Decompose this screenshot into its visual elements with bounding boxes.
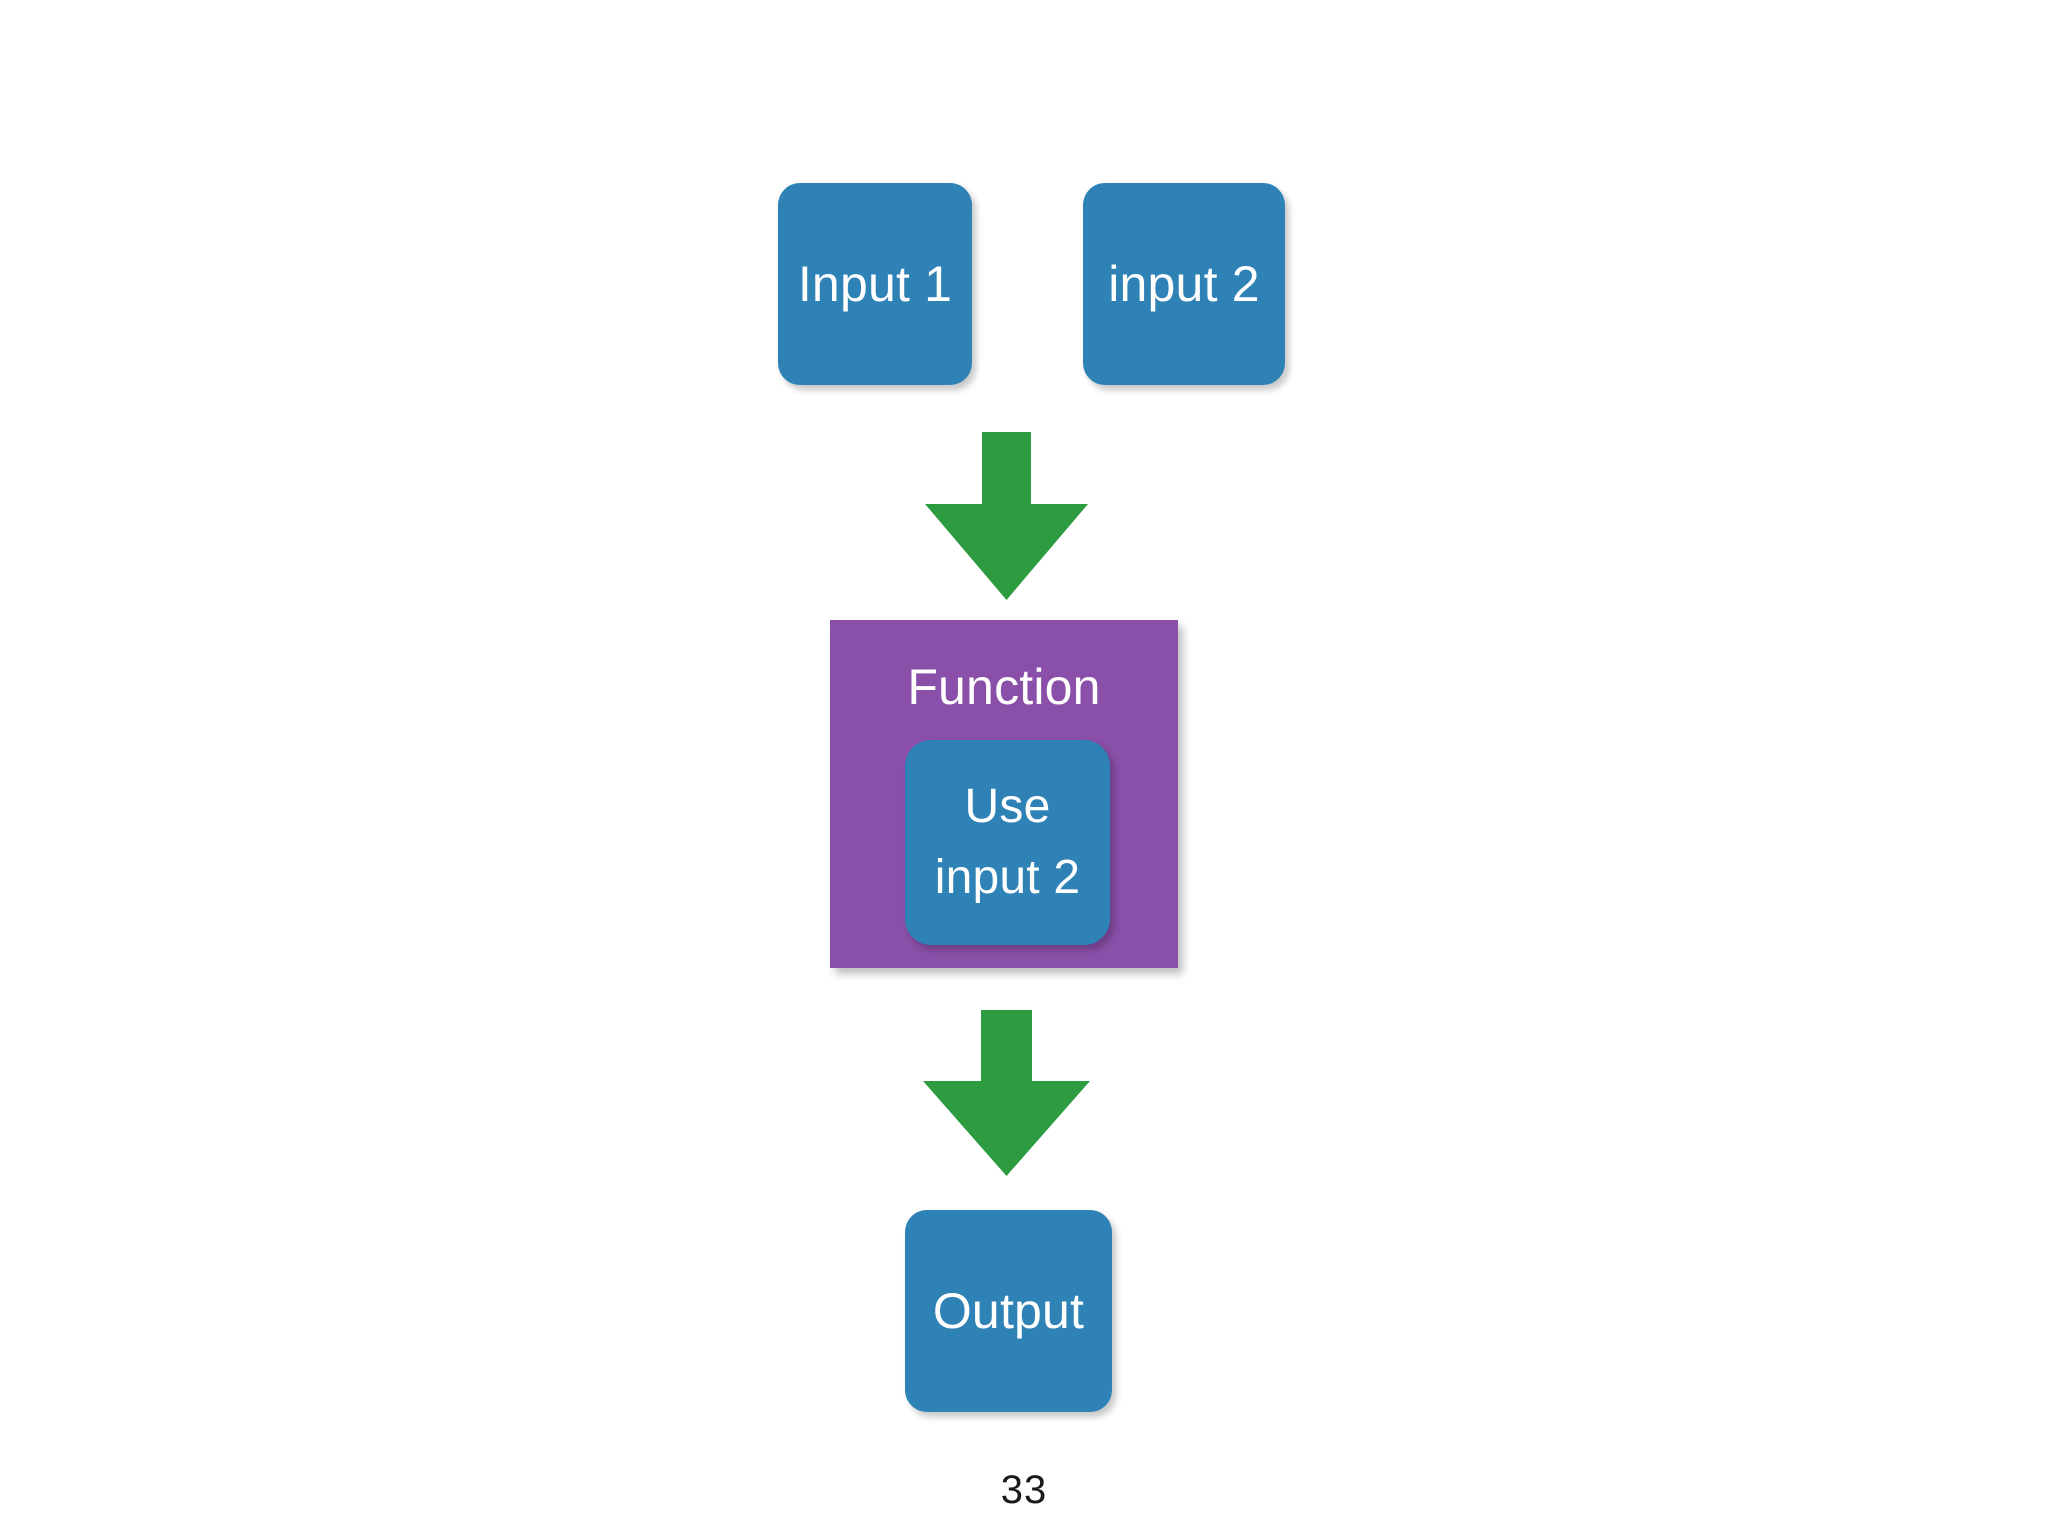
page-number: 33 bbox=[1000, 1468, 1048, 1512]
function-label: Function bbox=[907, 659, 1101, 715]
down-arrow-icon-inputs-to-function bbox=[925, 432, 1088, 600]
output-box: Output bbox=[905, 1210, 1112, 1412]
down-arrow-icon-function-to-output bbox=[923, 1010, 1090, 1176]
use-input-2-line-2: input 2 bbox=[934, 850, 1081, 904]
use-input-2-box: Use input 2 bbox=[905, 740, 1110, 945]
input-1-label: Input 1 bbox=[797, 255, 953, 312]
output-label: Output bbox=[932, 1282, 1085, 1339]
input-2-label: input 2 bbox=[1108, 255, 1260, 312]
use-input-2-line-1: Use bbox=[964, 779, 1051, 833]
input-2-box: input 2 bbox=[1083, 183, 1285, 385]
input-1-box: Input 1 bbox=[778, 183, 972, 385]
